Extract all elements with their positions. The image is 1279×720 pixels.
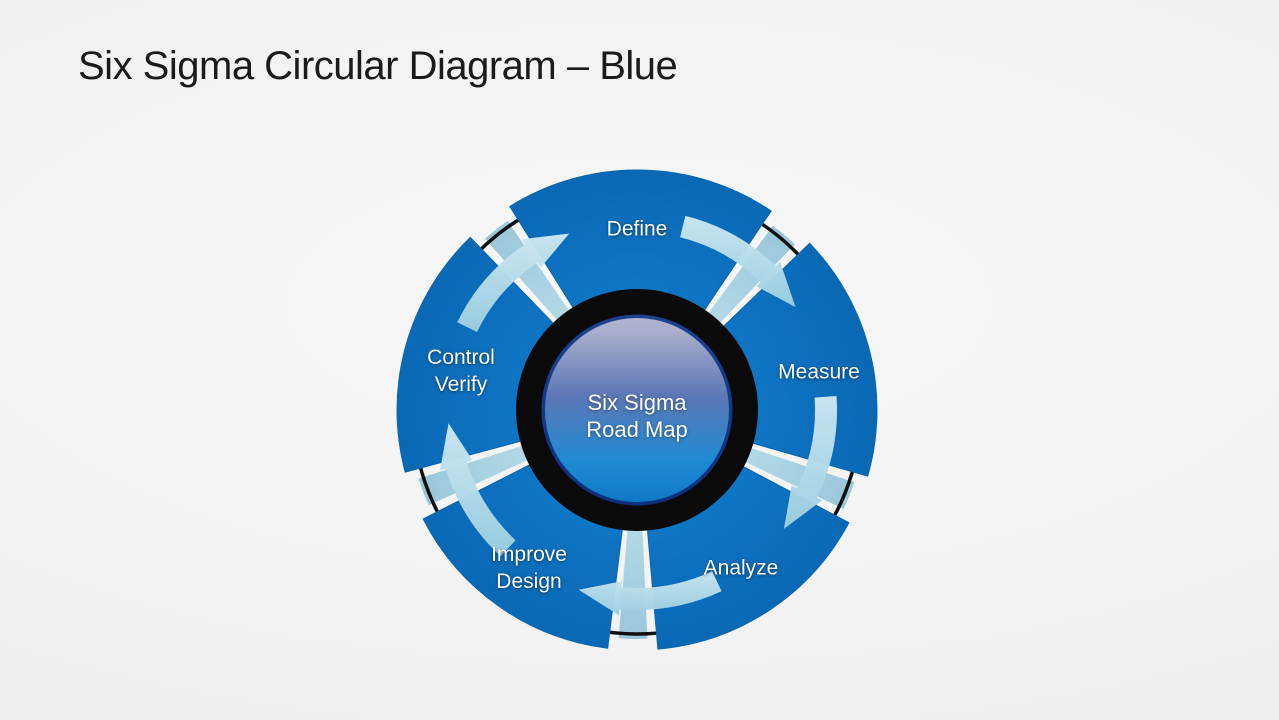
slide-title: Six Sigma Circular Diagram – Blue: [78, 44, 678, 88]
arrow-into-analyze-icon: [783, 396, 837, 529]
wedge-improve-to-control: [418, 439, 547, 506]
arrow-into-control-icon: [440, 423, 516, 557]
flow-arrows: [440, 215, 837, 616]
wedge-measure-to-analyze: [727, 441, 855, 509]
label-analyze: Analyze: [704, 555, 779, 582]
label-improve-design-line1: Improve: [491, 543, 567, 566]
label-control-verify: Control Verify: [427, 344, 495, 398]
label-measure-line1: Measure: [778, 360, 860, 384]
arrow-into-define-icon: [457, 233, 570, 332]
hub-ball: [545, 318, 729, 502]
label-improve-design-line2: Design: [496, 570, 562, 593]
label-analyze-line1: Analyze: [703, 556, 779, 580]
label-measure: Measure: [778, 359, 860, 386]
label-define: Define: [607, 216, 668, 243]
label-center-line1: Six Sigma: [587, 390, 687, 415]
six-sigma-diagram-svg: [396, 169, 878, 650]
gap-wedges: [418, 221, 855, 640]
arrow-into-measure-icon: [680, 215, 796, 308]
label-control-verify-line1: Control: [427, 346, 495, 369]
label-improve-design: Improve Design: [491, 541, 567, 595]
label-center-line2: Road Map: [586, 417, 688, 442]
label-center-roadmap: Six Sigma Road Map: [586, 389, 688, 443]
wedge-control-to-define: [485, 221, 581, 336]
wedge-define-to-measure: [696, 225, 795, 338]
label-control-verify-line2: Verify: [434, 373, 488, 396]
arrow-into-improve-icon: [578, 571, 722, 616]
six-sigma-diagram: [377, 150, 897, 670]
label-define-line1: Define: [606, 217, 668, 241]
